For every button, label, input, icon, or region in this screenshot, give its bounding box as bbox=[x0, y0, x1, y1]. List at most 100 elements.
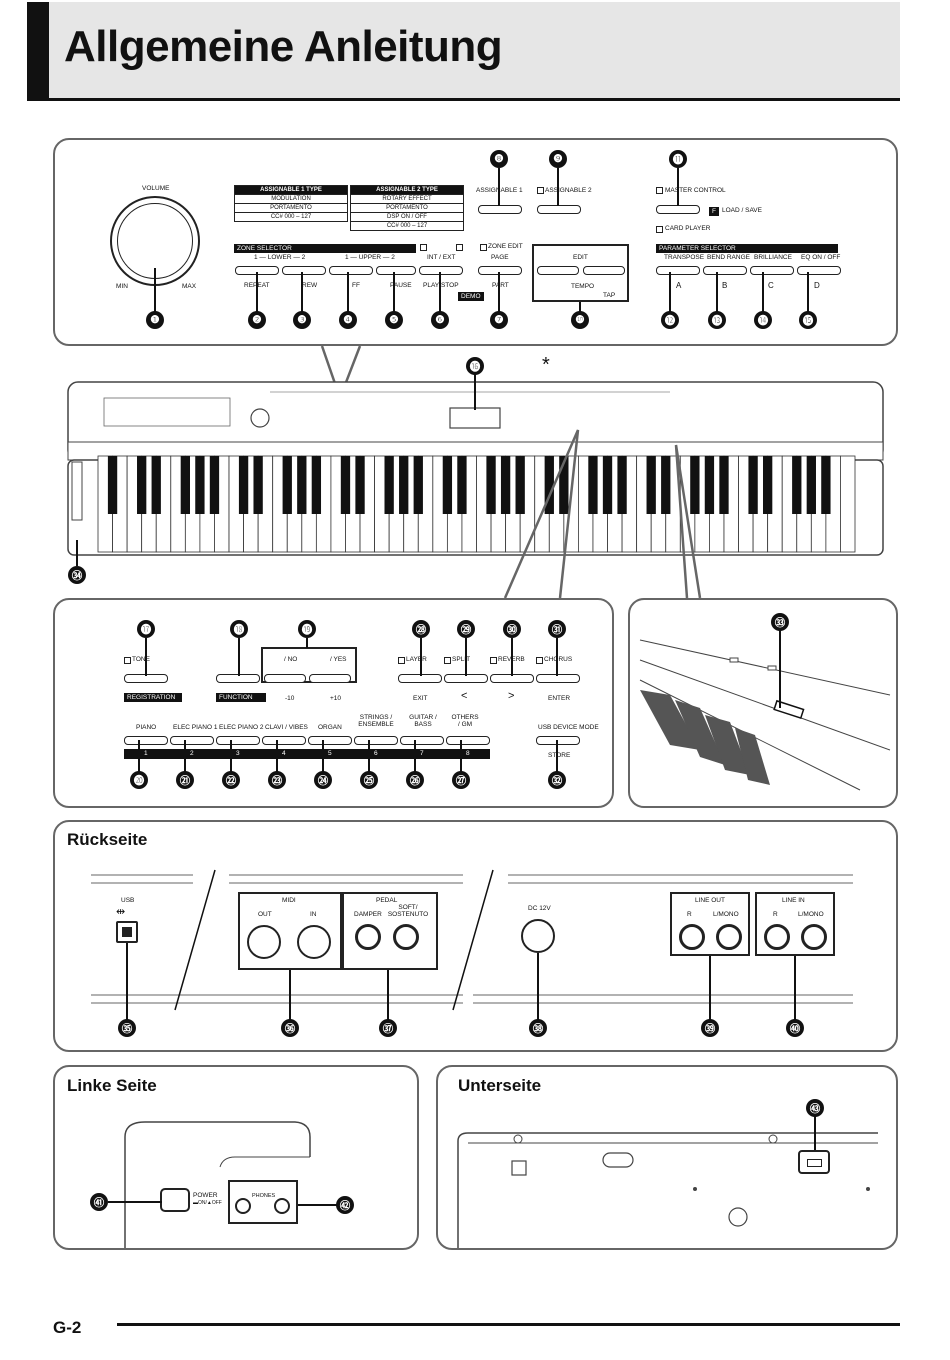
soft-sostenuto-jack[interactable] bbox=[393, 924, 419, 950]
tone-guitar-label: GUITAR / BASS bbox=[409, 714, 437, 728]
no-button[interactable] bbox=[264, 674, 306, 683]
usb-port[interactable] bbox=[116, 921, 138, 943]
black-key bbox=[340, 456, 351, 514]
ff-button[interactable] bbox=[329, 266, 373, 275]
master-control-led bbox=[656, 187, 663, 194]
pedal-label: PEDAL bbox=[376, 897, 398, 904]
assignable1-type-table: ASSIGNABLE 1 TYPE MODULATION PORTAMENTO … bbox=[234, 185, 348, 222]
function-label: FUNCTION bbox=[216, 693, 266, 702]
black-key bbox=[544, 456, 554, 514]
phones-jack-2[interactable] bbox=[274, 1198, 290, 1214]
tone-num: 6 bbox=[374, 750, 378, 757]
power-label: POWER bbox=[193, 1192, 218, 1199]
rear-guides bbox=[91, 869, 853, 1011]
callout-26: ㉖ bbox=[406, 771, 424, 789]
rew-button[interactable] bbox=[282, 266, 326, 275]
tone-organ-label: ORGAN bbox=[318, 724, 342, 731]
volume-label: VOLUME bbox=[142, 185, 170, 192]
bottom-connector[interactable] bbox=[798, 1150, 830, 1174]
param-d-label: D bbox=[814, 281, 820, 290]
black-key bbox=[253, 456, 263, 514]
black-key bbox=[399, 456, 409, 514]
callout-11: ⓫ bbox=[669, 150, 687, 168]
param-a-button[interactable] bbox=[656, 266, 700, 275]
param-bend-range-label: BEND RANGE bbox=[707, 254, 750, 261]
black-key bbox=[704, 456, 715, 514]
midi-in-label: IN bbox=[310, 911, 317, 918]
int-ext-label: INT / EXT bbox=[427, 254, 456, 261]
tone-button-8[interactable] bbox=[446, 736, 490, 745]
line-out-r-label: R bbox=[687, 911, 692, 918]
midi-in-port[interactable] bbox=[297, 925, 331, 959]
ff-label: FF bbox=[352, 282, 360, 289]
tone-button-4[interactable] bbox=[262, 736, 306, 745]
left-side-title: Linke Seite bbox=[67, 1076, 157, 1095]
dc-jack[interactable] bbox=[521, 919, 555, 953]
param-c-button[interactable] bbox=[750, 266, 794, 275]
bottom-leader bbox=[814, 1116, 816, 1150]
assignable2-type-table: ASSIGNABLE 2 TYPE ROTARY EFFECT PORTAMEN… bbox=[350, 185, 464, 231]
tone-button-3[interactable] bbox=[216, 736, 260, 745]
layer-led bbox=[398, 657, 405, 664]
assignable2-row: CC# 000 – 127 bbox=[350, 221, 464, 231]
footer-rule bbox=[117, 1323, 900, 1326]
black-key bbox=[457, 456, 467, 514]
phones-jack-1[interactable] bbox=[235, 1198, 251, 1214]
param-d-button[interactable] bbox=[797, 266, 841, 275]
line-out-r-jack[interactable] bbox=[679, 924, 705, 950]
midi-out-port[interactable] bbox=[247, 925, 281, 959]
callout-23: ㉓ bbox=[268, 771, 286, 789]
tone-button-7[interactable] bbox=[400, 736, 444, 745]
rew-label: REW bbox=[302, 282, 318, 289]
edit-down-button[interactable] bbox=[537, 266, 579, 275]
black-key bbox=[500, 456, 511, 514]
no-yes-group bbox=[261, 647, 357, 683]
callout-43: ㊸ bbox=[806, 1099, 824, 1117]
pause-button[interactable] bbox=[376, 266, 416, 275]
line-out-l-jack[interactable] bbox=[716, 924, 742, 950]
yes-button[interactable] bbox=[309, 674, 351, 683]
load-save-label: LOAD / SAVE bbox=[722, 207, 762, 214]
black-key bbox=[151, 456, 161, 514]
tone-num: 2 bbox=[190, 750, 194, 757]
callout-6: ❻ bbox=[431, 311, 449, 329]
line-in-r-jack[interactable] bbox=[764, 924, 790, 950]
volume-min-label: MIN bbox=[116, 283, 128, 290]
black-key bbox=[486, 456, 496, 514]
tone-num: 3 bbox=[236, 750, 240, 757]
white-key bbox=[840, 455, 856, 553]
black-key bbox=[748, 456, 758, 514]
damper-jack[interactable] bbox=[355, 924, 381, 950]
callout-25: ㉕ bbox=[360, 771, 378, 789]
tone-button-1[interactable] bbox=[124, 736, 168, 745]
callout-30: ㉚ bbox=[503, 620, 521, 638]
tone-num: 7 bbox=[420, 750, 424, 757]
int-ext-led-2 bbox=[456, 244, 463, 251]
power-button[interactable] bbox=[160, 1188, 190, 1212]
tone-button-6[interactable] bbox=[354, 736, 398, 745]
tone-button-2[interactable] bbox=[170, 736, 214, 745]
tone-button-5[interactable] bbox=[308, 736, 352, 745]
callout-7: ❼ bbox=[490, 311, 508, 329]
black-key bbox=[559, 456, 569, 514]
edit-up-button[interactable] bbox=[583, 266, 625, 275]
param-a-label: A bbox=[676, 281, 682, 290]
usb-label: USB bbox=[121, 897, 135, 904]
line-out-label: LINE OUT bbox=[695, 897, 725, 904]
param-b-button[interactable] bbox=[703, 266, 747, 275]
power-sub-label: ▬ON/▲OFF bbox=[193, 1200, 222, 1206]
header-bar bbox=[27, 2, 900, 101]
int-ext-led bbox=[420, 244, 427, 251]
plus10-label: +10 bbox=[330, 695, 342, 702]
line-in-l-jack[interactable] bbox=[801, 924, 827, 950]
tone-num: 4 bbox=[282, 750, 286, 757]
assignable1-row: CC# 000 – 127 bbox=[234, 212, 348, 222]
callout-21: ㉑ bbox=[176, 771, 194, 789]
no-label: / NO bbox=[284, 656, 298, 663]
lower-label: 1 — LOWER — 2 bbox=[254, 254, 306, 261]
page-title: Allgemeine Anleitung bbox=[64, 22, 503, 71]
parameter-selector-label: PARAMETER SELECTOR bbox=[656, 244, 838, 253]
black-key bbox=[792, 456, 802, 514]
callout-14: ⓮ bbox=[754, 311, 772, 329]
split-led bbox=[444, 657, 451, 664]
